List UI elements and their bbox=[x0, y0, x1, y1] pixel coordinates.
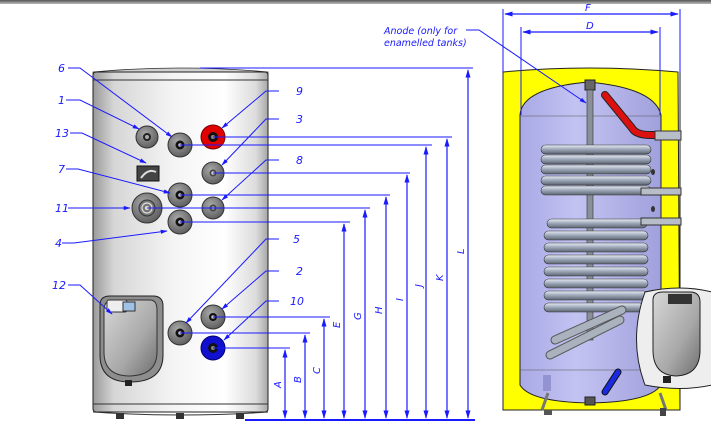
sensor-well bbox=[651, 169, 655, 175]
anode-note-line2: enamelled tanks) bbox=[384, 38, 467, 49]
callout-2: 2 bbox=[296, 265, 303, 278]
control-display bbox=[668, 294, 692, 304]
lower-heating-coil bbox=[543, 217, 682, 360]
control-box-section bbox=[652, 291, 701, 377]
dim-label-E: E bbox=[332, 321, 343, 328]
control-box-12 bbox=[99, 295, 164, 386]
bottom-fitting bbox=[584, 396, 596, 406]
anode-note-line1: Anode (only for bbox=[383, 26, 458, 37]
dim-label-B: B bbox=[293, 376, 304, 383]
tank-foot bbox=[176, 413, 184, 419]
dim-label-H: H bbox=[374, 306, 385, 314]
callout-10: 10 bbox=[290, 295, 304, 308]
callout-12: 12 bbox=[52, 279, 66, 292]
cold-inlet-pipe bbox=[602, 369, 621, 395]
callout-6: 6 bbox=[58, 62, 65, 75]
callout-1: 1 bbox=[58, 94, 65, 107]
callout-leaders bbox=[62, 67, 279, 341]
dim-label-C: C bbox=[312, 367, 323, 374]
callout-9: 9 bbox=[296, 85, 303, 98]
dim-label-G: G bbox=[353, 312, 364, 320]
height-dimension-labels: A B C E G H I J K L bbox=[273, 248, 467, 389]
callout-4: 4 bbox=[55, 237, 62, 250]
dim-label-A: A bbox=[273, 381, 284, 389]
port-1 bbox=[135, 125, 159, 149]
dim-label-J: J bbox=[414, 284, 425, 289]
dim-label-F: F bbox=[585, 3, 591, 14]
tank-foot bbox=[116, 413, 124, 419]
section-view bbox=[502, 67, 711, 416]
front-view bbox=[92, 67, 269, 419]
thermometer-13 bbox=[136, 165, 160, 182]
dim-label-D: D bbox=[586, 21, 594, 32]
dim-label-I: I bbox=[395, 298, 406, 301]
callout-13: 13 bbox=[55, 127, 69, 140]
pipe-stub bbox=[654, 130, 682, 141]
height-dimension-lines bbox=[147, 67, 475, 421]
hot-outlet-pipe bbox=[602, 92, 663, 138]
callout-5: 5 bbox=[293, 233, 300, 246]
sensor-well bbox=[651, 206, 655, 212]
callout-8: 8 bbox=[296, 154, 303, 167]
window-top-edge bbox=[0, 0, 711, 4]
width-dimensions: F D bbox=[502, 3, 681, 115]
callout-11: 11 bbox=[55, 202, 69, 215]
upper-heating-coil bbox=[540, 144, 682, 196]
callout-labels: 6 1 13 7 11 4 12 9 3 8 5 2 10 bbox=[52, 62, 304, 308]
dim-label-K: K bbox=[435, 273, 446, 281]
dim-label-L: L bbox=[456, 248, 467, 254]
anode-note: Anode (only for enamelled tanks) bbox=[383, 26, 587, 104]
callout-3: 3 bbox=[296, 113, 303, 126]
tank-foot bbox=[236, 413, 244, 419]
drain-pipe bbox=[543, 375, 551, 391]
callout-7: 7 bbox=[58, 163, 65, 176]
